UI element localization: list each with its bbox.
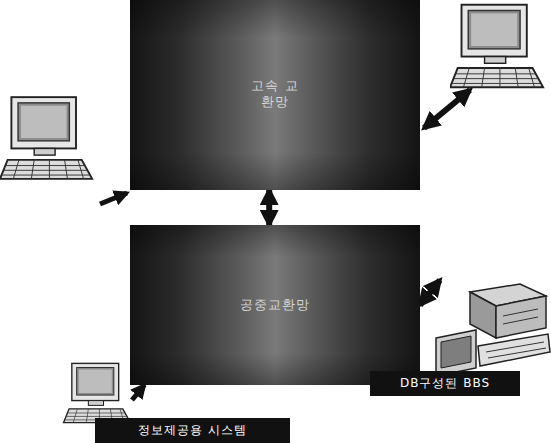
- link-arrow: [266, 190, 272, 225]
- link-arrow: [132, 385, 145, 400]
- node-text: 고속 교환망: [250, 78, 300, 110]
- node-text: DB구성된 BBS: [370, 371, 520, 396]
- computer-icon: [450, 5, 543, 88]
- system-label: DB구성된 BBS: [440, 270, 551, 396]
- node-text: 공중교환망: [190, 297, 360, 313]
- bbs-server-icon: [436, 284, 550, 376]
- system-label: 정보제공용 시스템: [60, 400, 300, 443]
- link-arrow: [100, 193, 127, 204]
- computer-icon: [0, 97, 92, 179]
- network-band: 고속 교환망: [130, 0, 420, 190]
- link-arrow: [424, 90, 470, 128]
- network-band: 공중교환망: [130, 225, 420, 385]
- computer-icon: [64, 363, 131, 422]
- link-arrow: [420, 280, 440, 305]
- node-text: 정보제공용 시스템: [95, 418, 290, 443]
